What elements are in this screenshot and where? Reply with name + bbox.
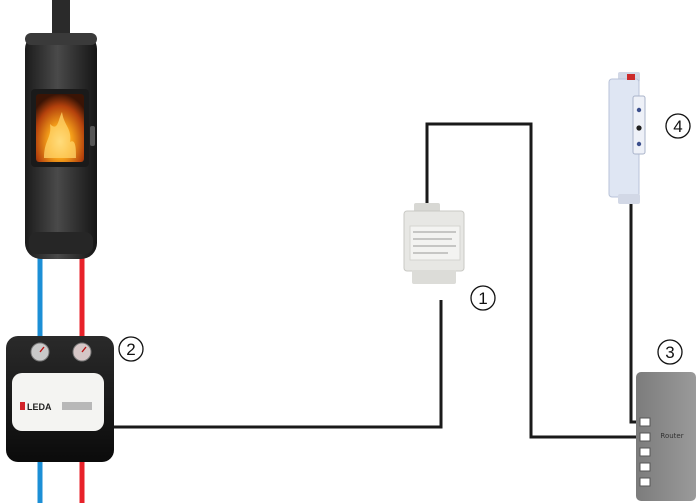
router-label: Router	[660, 432, 683, 440]
module-led	[637, 108, 641, 112]
router-port	[640, 418, 650, 426]
network-router-icon: Router	[636, 372, 696, 501]
marker-4-label: 4	[673, 117, 682, 136]
cables	[112, 124, 640, 437]
stove-chimney	[52, 0, 70, 36]
marker-3-label: 3	[665, 343, 674, 362]
power-supply-label-plate	[410, 226, 460, 260]
leda-logo-mark	[20, 402, 25, 410]
module-button	[636, 125, 641, 130]
stove-handle	[90, 126, 95, 146]
marker-4: 4	[666, 114, 690, 138]
router-port	[640, 463, 650, 471]
module-rail-bottom	[618, 194, 640, 204]
module-led	[637, 142, 641, 146]
stove-base	[29, 232, 93, 254]
control-unit-brand: LEDA	[27, 402, 52, 412]
power-supply-rail-bottom	[412, 270, 456, 284]
module-red-clip	[627, 74, 635, 80]
cable-power-supply-to-router	[427, 124, 640, 437]
marker-1-label: 1	[478, 289, 487, 308]
din-power-supply-icon	[404, 203, 464, 284]
router-port	[640, 448, 650, 456]
router-port	[640, 478, 650, 486]
stove-icon	[25, 0, 97, 259]
router-port	[640, 433, 650, 441]
marker-2-label: 2	[126, 340, 135, 359]
marker-1: 1	[471, 286, 495, 310]
marker-2: 2	[119, 337, 143, 361]
din-rail-module-icon	[609, 72, 645, 204]
control-unit-display	[62, 402, 92, 410]
marker-3: 3	[658, 340, 682, 364]
stove-top-band	[25, 33, 97, 45]
leda-control-unit-icon: LEDA	[6, 336, 114, 462]
cable-unit-to-power-supply	[112, 300, 441, 427]
